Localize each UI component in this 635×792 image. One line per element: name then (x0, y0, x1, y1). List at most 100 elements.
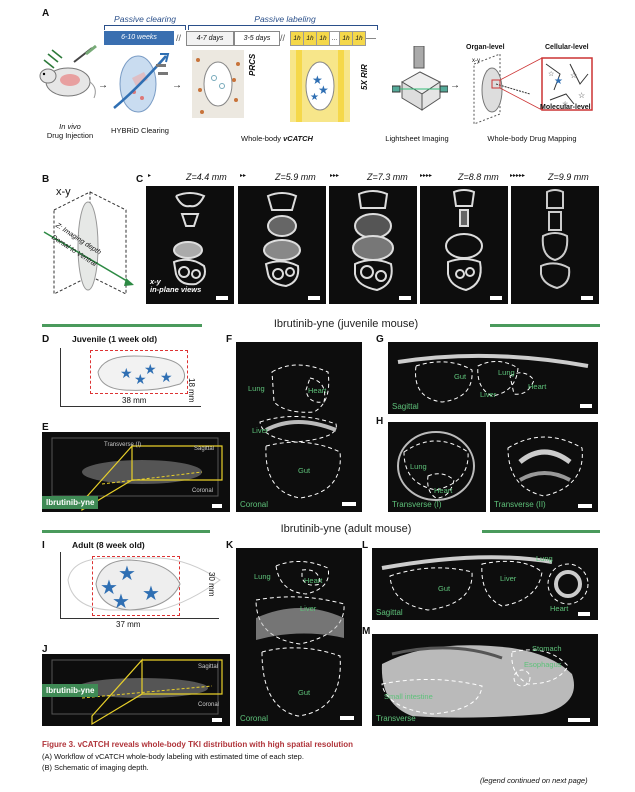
timeline-4-7-days: 4-7 days (186, 31, 234, 46)
panel-c-caption-1: x-y (150, 277, 161, 286)
depth-marker-4: ▸▸▸▸ (420, 173, 433, 179)
panel-i-frame (60, 552, 219, 619)
slice-title-1: Z=4.4 mm (186, 172, 227, 182)
panel-b-xy: x-y (56, 186, 71, 198)
panel-e-tiny-coronal: Coronal (192, 488, 214, 494)
panel-e-tiny-transverse: Transverse (I) (104, 442, 142, 448)
panel-f-heart: Heart (308, 386, 327, 395)
mapping-xy-label: x-y (472, 58, 480, 64)
slice-image-2 (238, 186, 326, 304)
step-5-label: Whole-body Drug Mapping (487, 134, 577, 143)
svg-text:★: ★ (160, 369, 173, 385)
scale-bar (216, 296, 228, 300)
timeline-break-1: // (176, 33, 182, 43)
panel-f-liver: Liver (252, 426, 269, 435)
svg-text:★: ★ (312, 73, 323, 87)
panel-label-g: G (376, 334, 384, 345)
depth-marker-3: ▸▸▸ (330, 173, 340, 179)
panel-k-liver: Liver (300, 604, 317, 613)
panel-h-heart: Heart (434, 486, 453, 495)
timeline-clearing: 6-10 weeks (104, 31, 174, 45)
depth-marker-5: ▸▸▸▸▸ (510, 173, 526, 179)
step-3-italic: vCATCH (283, 134, 313, 143)
figure-caption-a: (A) Workflow of vCATCH whole-body labeli… (42, 752, 304, 761)
slice-title-2: Z=5.9 mm (275, 172, 316, 182)
svg-text:★: ★ (112, 591, 130, 613)
panel-label-e: E (42, 422, 49, 433)
step-1-label: In vivo Drug Injection (30, 122, 110, 140)
panel-k-heart: Heart (304, 576, 323, 585)
scale-bar (490, 296, 502, 300)
panel-l-lung: Lung (536, 554, 553, 563)
slice-image-1: x-y in-plane views (146, 186, 234, 304)
svg-text:★: ★ (318, 83, 329, 97)
panel-d-width: 38 mm (122, 396, 147, 405)
passive-labeling-bracket (188, 25, 378, 30)
panel-e-3d-render: Transverse (I) Sagittal Coronal Ibrutini… (42, 432, 230, 512)
svg-text:☆: ☆ (570, 71, 577, 80)
timeline-hour-3: 1h (316, 31, 330, 46)
slice-image-5 (511, 186, 599, 304)
panel-k-plane: Coronal (240, 714, 269, 723)
svg-text:☆: ☆ (578, 91, 585, 100)
scale-bar (580, 404, 592, 408)
svg-text:★: ★ (310, 92, 319, 103)
juvenile-section-bar-right (490, 324, 600, 327)
panel-h-transverse-1: Lung Heart Transverse (I) (388, 422, 486, 512)
panel-k-gut: Gut (298, 688, 311, 697)
panel-label-i: I (42, 540, 45, 551)
panel-m-esophagus: Esophagus (524, 660, 562, 669)
organ-level-label: Organ-level (466, 44, 505, 51)
panel-d-title: Juvenile (1 week old) (72, 334, 158, 344)
figure-caption-b: (B) Schematic of imaging depth. (42, 763, 149, 772)
lightsheet-illustration (392, 46, 448, 111)
panel-label-a: A (42, 8, 50, 19)
scale-bar (578, 612, 590, 616)
panel-d-height: 18 mm (187, 378, 196, 403)
panel-d-bbox (90, 350, 188, 394)
step-1-line1: In vivo (59, 122, 81, 131)
arrow-1: → (98, 80, 108, 91)
step-3-plain: Whole-body (241, 134, 284, 143)
panel-i-height: 30 mm (207, 572, 216, 597)
rir-label: 5X RIR (360, 64, 369, 90)
panel-j-tiny-coronal: Coronal (198, 702, 220, 708)
vcatch-labeled-mouse: ★ ★ ★ (296, 50, 344, 122)
svg-text:☆: ☆ (562, 100, 568, 108)
panel-j-tiny-sagittal: Sagittal (198, 664, 219, 670)
panel-f-lung: Lung (248, 384, 265, 393)
panel-k-lung: Lung (254, 572, 271, 581)
adult-section-bar-left (42, 530, 210, 533)
slice-title-5: Z=9.9 mm (548, 172, 589, 182)
scale-bar (581, 296, 593, 300)
imaging-depth-schematic (43, 191, 134, 295)
scale-bar (342, 502, 356, 506)
panel-d-frame (60, 348, 201, 407)
slice-title-3: Z=7.3 mm (367, 172, 408, 182)
panel-m-plane: Transverse (376, 714, 416, 723)
panel-k-coronal: Lung Heart Liver Gut Coronal (236, 548, 362, 726)
prcs-label: PRCS (248, 53, 257, 76)
adult-mouse-outline: ★ ★ ★ ★ (67, 557, 221, 613)
panel-l-heart: Heart (550, 604, 569, 613)
legend-continued: (legend continued on next page) (480, 776, 588, 785)
panel-m-small-intestine: Small intestine (384, 692, 433, 701)
passive-clearing-bracket (104, 25, 186, 30)
adult-section-bar-right (482, 530, 600, 533)
svg-text:★: ★ (142, 583, 160, 605)
arrow-2: → (172, 80, 182, 91)
slice-image-3 (329, 186, 417, 304)
timeline-hour-5: 1h (352, 31, 366, 46)
svg-text:☆: ☆ (548, 70, 554, 78)
panel-g-liver: Liver (480, 390, 497, 399)
svg-text:★: ★ (144, 361, 157, 377)
cellular-level-label: Cellular-level (545, 44, 589, 51)
panel-h-lung: Lung (410, 462, 427, 471)
panel-f-gut: Gut (298, 466, 311, 475)
panel-g-lung: Lung (498, 368, 515, 377)
panel-label-l: L (362, 540, 369, 551)
panel-label-m: M (362, 626, 371, 637)
vcatch-mouse-illustration (196, 58, 240, 114)
panel-l-liver: Liver (500, 574, 517, 583)
arrow-4: → (450, 80, 460, 91)
